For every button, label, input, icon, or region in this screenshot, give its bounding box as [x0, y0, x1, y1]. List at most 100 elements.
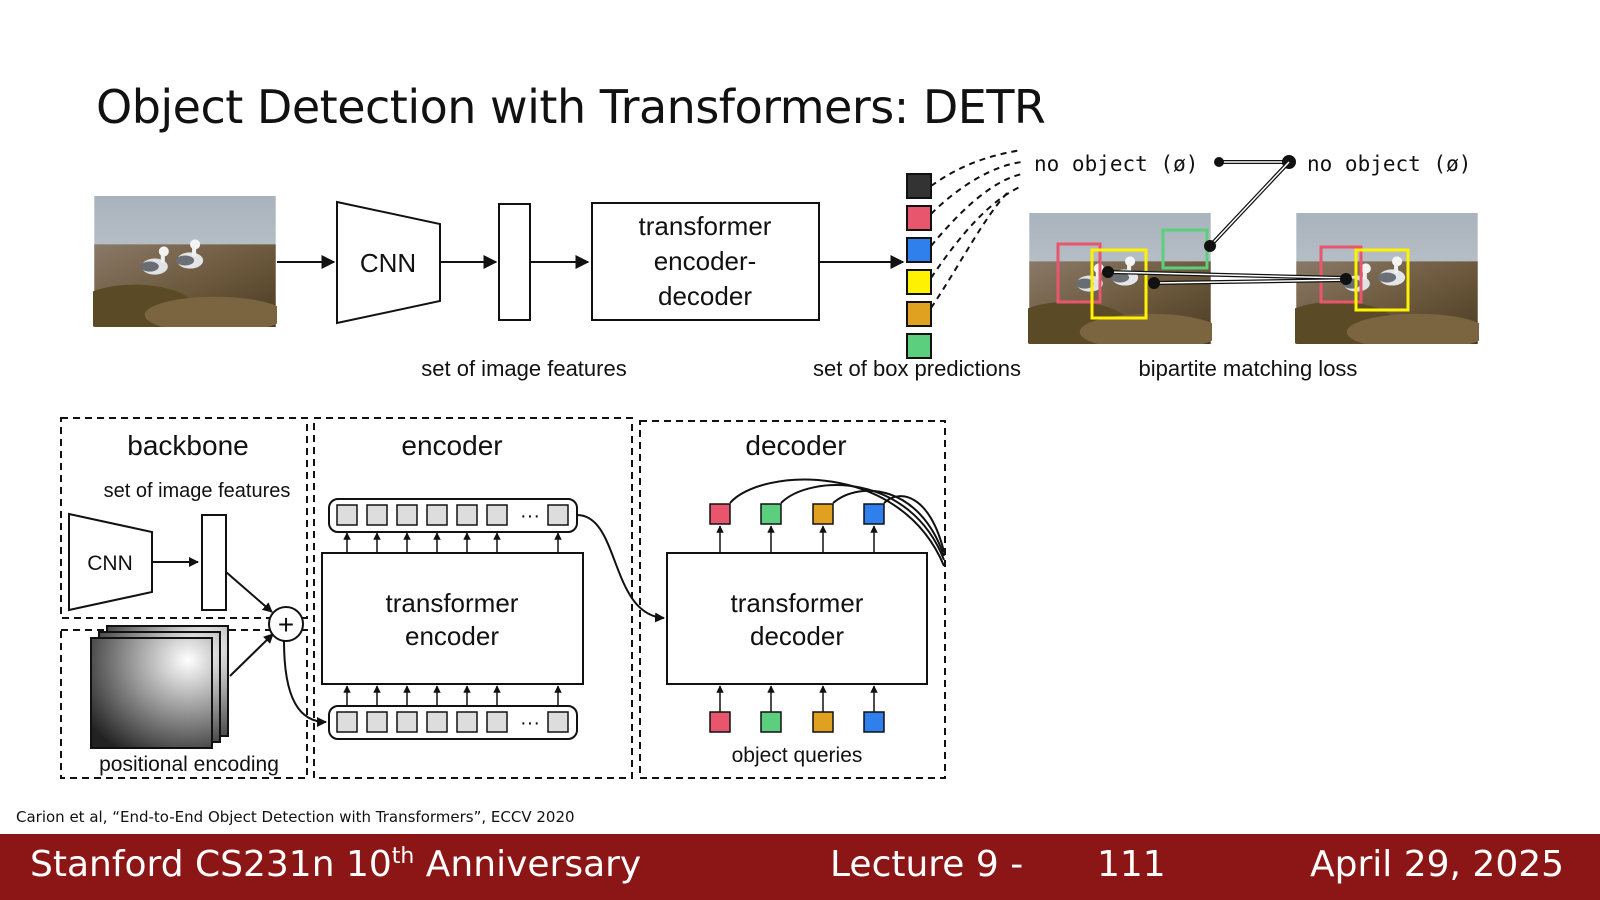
- transformer-decoder-block: [666, 552, 928, 685]
- decoder-output-1: [709, 503, 731, 525]
- encoder-output-token-2: [366, 504, 388, 526]
- transformer-label-3: decoder: [658, 281, 752, 311]
- match-dot-gt: [1340, 273, 1352, 285]
- image-features-caption: set of image features: [421, 356, 626, 381]
- lecture-date: April 29, 2025: [1310, 844, 1565, 885]
- encoder-token-grid: [336, 504, 569, 733]
- encoder-output-token-4: [426, 504, 448, 526]
- box-predictions-caption: set of box predictions: [813, 356, 1021, 381]
- page-number: 111: [1097, 844, 1166, 885]
- transformer-label-1: transformer: [639, 211, 772, 241]
- pred-box-pink: [1056, 242, 1102, 304]
- decoder-title: decoder: [745, 430, 846, 461]
- match-dot-no-object-left: [1214, 157, 1224, 167]
- decoder-output-curve-3: [832, 489, 945, 557]
- decoder-output-2: [760, 503, 782, 525]
- transformer-block: [591, 202, 820, 321]
- encoder-input-tokens: [328, 705, 578, 740]
- encoder-ellipsis-bottom: ···: [520, 712, 540, 734]
- cnn-block: [336, 200, 441, 325]
- encoder-input-token-5: [456, 711, 478, 733]
- pred-box-yellow: [1090, 248, 1148, 320]
- dashed-link-1: [930, 149, 1023, 187]
- encoder-output-token-6: [486, 504, 508, 526]
- encoder-ellipsis-top: ···: [520, 505, 540, 527]
- encoder-input-token-6: [486, 711, 508, 733]
- encoder-input-token-1: [336, 711, 358, 733]
- matching-caption: bipartite matching loss: [1139, 356, 1358, 381]
- lecture-label: Lecture 9 -: [830, 844, 1024, 885]
- prediction-box-4: [906, 269, 932, 295]
- prediction-box-3: [906, 237, 932, 263]
- decoder-output-curve-2: [780, 484, 945, 561]
- plus-symbol: +: [278, 609, 294, 640]
- object-queries-label: object queries: [732, 744, 863, 767]
- encoder-output-token-5: [456, 504, 478, 526]
- match-dot-green: [1204, 240, 1216, 252]
- backbone-cnn-block: [68, 512, 153, 612]
- green-to-no-object-inner: [1209, 161, 1290, 247]
- plus-node: [268, 606, 304, 642]
- input-photo: [93, 196, 277, 327]
- arrow-features-to-plus: [225, 571, 273, 613]
- arrow-posenc-to-plus: [229, 633, 274, 677]
- no-object-left: no object (ø): [1034, 152, 1198, 176]
- pos-enc-layer-1: [90, 637, 213, 749]
- cnn-label: CNN: [360, 248, 416, 278]
- backbone-panel: [60, 417, 308, 619]
- object-query-2: [760, 711, 782, 733]
- course-name: Stanford CS231n 10th Anniversary: [30, 844, 642, 885]
- prediction-box-2: [906, 205, 932, 231]
- box-predictions: [906, 173, 932, 359]
- backbone-features-label: set of image features: [104, 480, 291, 502]
- object-query-3: [812, 711, 834, 733]
- gt-box-yellow: [1354, 248, 1410, 312]
- decoder-label-2: decoder: [750, 621, 844, 651]
- decoder-output-3: [812, 503, 834, 525]
- prediction-box-1: [906, 173, 932, 199]
- encoder-title: encoder: [401, 430, 502, 461]
- encoder-input-token-3: [396, 711, 418, 733]
- dashed-link-4: [930, 185, 1023, 279]
- dashed-link-2: [930, 161, 1023, 215]
- prediction-box-6: [906, 333, 932, 359]
- yellow-match-inner: [1153, 279, 1350, 284]
- decoder-token-grid: [709, 503, 885, 733]
- decoder-label-1: transformer: [731, 588, 864, 618]
- decoder-panel: [639, 420, 946, 779]
- image-features-bar: [498, 203, 531, 321]
- object-query-1: [709, 711, 731, 733]
- footer-bar: Stanford CS231n 10th Anniversary Lecture…: [0, 834, 1600, 900]
- backbone-title: backbone: [127, 430, 248, 461]
- pink-match-inner: [1107, 271, 1347, 279]
- match-dot-pink: [1102, 266, 1114, 278]
- page-title: Object Detection with Transformers: DETR: [96, 80, 1046, 134]
- encoder-output-token-3: [396, 504, 418, 526]
- gt-box-pink: [1319, 245, 1363, 304]
- prediction-box-5: [906, 301, 932, 327]
- positional-encoding-label: positional encoding: [99, 753, 279, 776]
- encoder-input-token-2: [366, 711, 388, 733]
- decoder-output-curve-1: [729, 478, 945, 567]
- encoder-input-token-4: [426, 711, 448, 733]
- transformer-encoder-block: [321, 552, 584, 685]
- encoder-label-2: encoder: [405, 621, 499, 651]
- citation: Carion et al, “End-to-End Object Detecti…: [16, 808, 575, 826]
- encoder-label-1: transformer: [386, 588, 519, 618]
- dashed-link-5: [930, 189, 1011, 309]
- no-object-right: no object (ø): [1307, 152, 1471, 176]
- detr-diagram: CNN transformer encoder- decoder no obje…: [60, 149, 1479, 779]
- dashed-link-3: [930, 173, 1023, 247]
- object-query-4: [863, 711, 885, 733]
- transformer-label-2: encoder-: [654, 246, 757, 276]
- encoder-input-token-7: [547, 711, 569, 733]
- arrow-encoder-to-decoder: [576, 514, 665, 623]
- backbone-cnn-label: CNN: [87, 552, 133, 575]
- encoder-output-token-7: [547, 504, 569, 526]
- match-dot-yellow: [1148, 277, 1160, 289]
- backbone-features-bar: [201, 514, 227, 611]
- decoder-output-curve-4: [883, 495, 945, 553]
- encoder-output-token-1: [336, 504, 358, 526]
- arrow-plus-to-input-tokens: [283, 640, 327, 727]
- decoder-output-4: [863, 503, 885, 525]
